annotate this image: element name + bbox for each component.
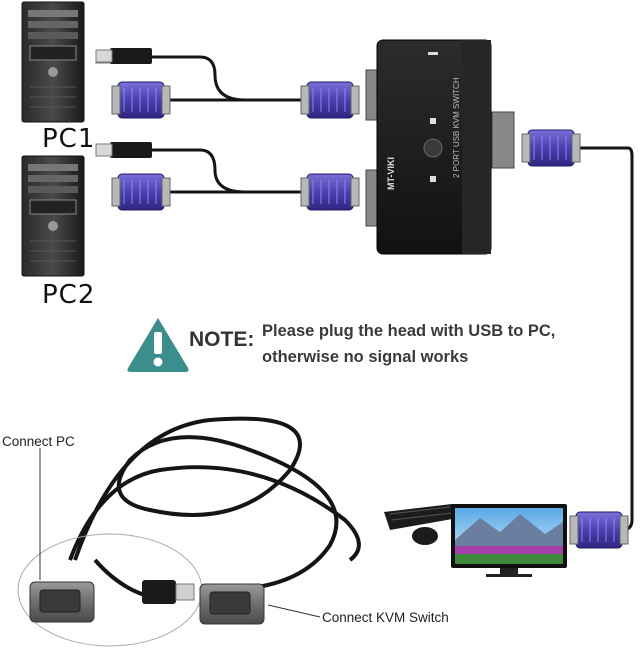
vga-connector-switch-in1 (300, 81, 360, 119)
monitor (451, 504, 567, 577)
vga-connector-monitor (569, 511, 629, 549)
vga-connector-pc1 (111, 81, 171, 119)
vga-connector-pc2 (111, 173, 171, 211)
usb-plug-pc1 (95, 48, 152, 65)
note-line-2: otherwise no signal works (262, 348, 469, 366)
switch-model-label: 2 PORT USB KVM SWITCH (452, 77, 461, 178)
vga-cable-bundle (68, 416, 361, 602)
note-label: NOTE: (189, 328, 255, 351)
gray-vga-switch-end (199, 583, 265, 625)
keyboard (384, 504, 458, 530)
vga-connector-switch-in2 (300, 173, 360, 211)
connect-pc-label: Connect PC (2, 434, 75, 449)
usb-plug-pc-end (142, 580, 195, 604)
callout-leader-switch (267, 604, 321, 618)
kvm-switch (365, 39, 515, 255)
mouse (412, 527, 438, 545)
gray-vga-pc-end (29, 581, 95, 623)
warning-icon (127, 318, 189, 372)
usb-plug-pc2 (95, 142, 152, 158)
pc1-label: PC1 (42, 124, 96, 154)
switch-brand-label: MT-VIKI (386, 157, 396, 190)
pc-cables (150, 55, 305, 194)
note-line-1: Please plug the head with USB to PC, (262, 322, 556, 340)
pc1-tower (21, 1, 85, 123)
pc2-label: PC2 (42, 280, 96, 310)
connect-switch-label: Connect KVM Switch (322, 610, 449, 625)
pc2-tower (21, 155, 85, 277)
vga-connector-switch-out (521, 129, 581, 167)
monitor-cable (575, 146, 634, 532)
